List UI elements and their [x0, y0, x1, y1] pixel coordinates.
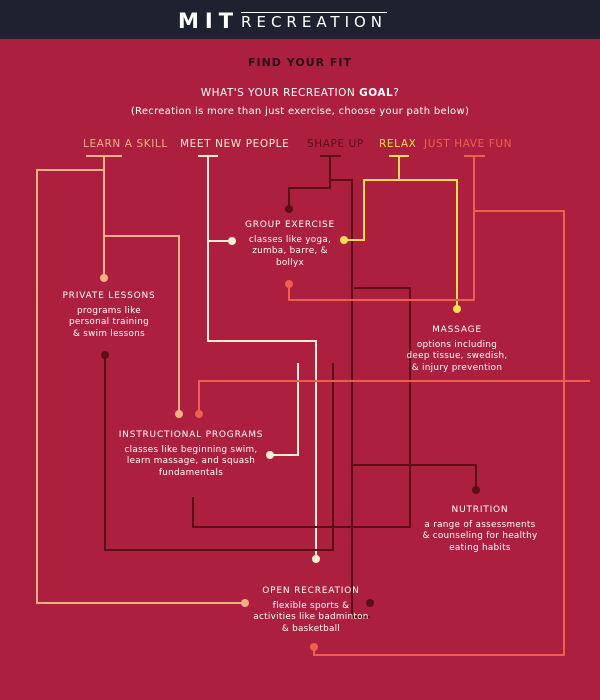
activity-nutrition: NUTRITION a range of assessments & couns… — [400, 505, 560, 554]
logo-recreation: RECREATION — [241, 13, 388, 31]
goal-just-have-fun: JUST HAVE FUN — [424, 138, 513, 150]
activity-desc-line: programs like — [77, 305, 141, 316]
dot-group-exercise-fun — [285, 280, 293, 288]
activity-title: OPEN RECREATION — [262, 586, 360, 596]
just-have-fun-paths — [198, 155, 590, 656]
activity-desc-line: bollyx — [275, 257, 305, 268]
activity-title: PRIVATE LESSONS — [62, 291, 156, 301]
dot-open-rec-skill — [241, 599, 249, 607]
shape-up-paths — [104, 155, 477, 618]
learn-a-skill-paths — [36, 155, 245, 604]
endpoint-dots — [100, 205, 480, 651]
dot-nutrition-shape — [472, 486, 480, 494]
mit-recreation-logo: MIT RECREATION — [178, 7, 387, 33]
meet-new-people-paths — [198, 155, 317, 559]
activity-desc-line: & injury prevention — [411, 362, 503, 373]
activity-open-recreation: OPEN RECREATION flexible sports & activi… — [236, 586, 386, 635]
activity-desc-line: & swim lessons — [72, 328, 145, 339]
activity-desc-line: & counseling for healthy — [422, 531, 538, 541]
dot-open-rec-fun — [310, 643, 318, 651]
relax-paths — [344, 155, 458, 309]
dot-instructional-fun — [195, 410, 203, 418]
dot-open-rec-shape — [366, 599, 374, 607]
activity-private-lessons: PRIVATE LESSONS programs like personal t… — [44, 291, 174, 340]
dot-private-lessons — [100, 274, 108, 282]
activity-desc-line: a range of assessments — [424, 519, 536, 530]
dot-group-exercise-relax — [340, 236, 348, 244]
activity-desc-line: activities like badminton — [253, 612, 369, 622]
question-mark: ? — [393, 87, 400, 99]
page-heading: FIND YOUR FIT — [247, 56, 353, 69]
dot-instructional-people — [266, 451, 274, 459]
activity-title: NUTRITION — [451, 505, 509, 515]
goal-subtitle: (Recreation is more than just exercise, … — [130, 106, 470, 117]
activity-desc-line: deep tissue, swedish, — [406, 351, 508, 361]
header-bar: MIT RECREATION — [0, 0, 600, 39]
question-goal-word: GOAL — [359, 87, 394, 99]
activity-massage: MASSAGE options including deep tissue, s… — [392, 325, 522, 374]
goal-question: WHAT'S YOUR RECREATION GOAL? — [0, 87, 600, 99]
goal-learn-a-skill: LEARN A SKILL — [83, 138, 168, 150]
goal-relax: RELAX — [379, 138, 417, 150]
activity-instructional-programs: INSTRUCTIONAL PROGRAMS classes like begi… — [106, 430, 276, 479]
dot-instructional-skill — [175, 410, 183, 418]
dot-massage-relax — [453, 305, 461, 313]
activity-title: INSTRUCTIONAL PROGRAMS — [118, 430, 264, 440]
dot-group-exercise-people — [228, 237, 236, 245]
logo-mit: MIT — [178, 9, 240, 33]
activity-group-exercise: GROUP EXERCISE classes like yoga, zumba,… — [220, 220, 360, 269]
activity-desc-line: zumba, barre, & — [252, 246, 328, 256]
goal-meet-new-people: MEET NEW PEOPLE — [180, 138, 290, 150]
activity-desc-line: learn massage, and squash — [126, 456, 256, 466]
activity-desc-line: options including — [416, 339, 498, 350]
question-text: WHAT'S YOUR RECREATION — [200, 87, 360, 99]
activity-desc-line: fundamentals — [158, 467, 224, 478]
dot-private-lessons-shape — [101, 351, 109, 359]
dot-group-exercise-shape — [285, 205, 293, 213]
activity-desc-line: classes like yoga, — [248, 234, 332, 245]
activity-desc-line: personal training — [69, 317, 149, 327]
activity-title: GROUP EXERCISE — [244, 220, 336, 230]
dot-open-rec-people — [312, 555, 320, 563]
activity-title: MASSAGE — [432, 325, 482, 335]
activity-desc-line: & basketball — [281, 623, 341, 634]
activity-desc-line: classes like beginning swim, — [124, 444, 258, 455]
activity-desc-line: flexible sports & — [272, 600, 350, 611]
goal-shape-up: SHAPE UP — [307, 138, 364, 150]
activity-desc-line: eating habits — [449, 542, 511, 553]
